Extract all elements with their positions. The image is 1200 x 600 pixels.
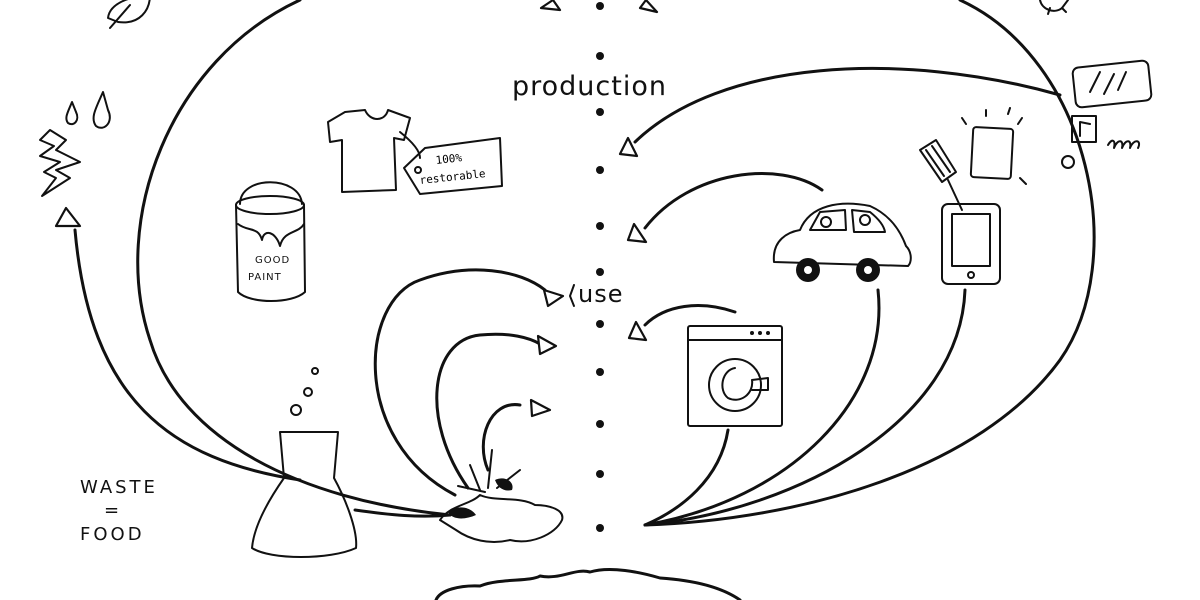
- arrowhead-top-left: [539, 0, 562, 12]
- flask-to-soil-stream: [353, 508, 452, 518]
- arrowhead-use-left-1: [542, 288, 565, 308]
- flask-to-energy-arrow: [73, 228, 302, 482]
- car-return-stream: [643, 288, 881, 527]
- paint-label-2: PAINT: [248, 272, 282, 283]
- washer-to-use-arrow: [643, 304, 737, 327]
- washing-machine-icon: [687, 325, 783, 427]
- washer-return-stream: [643, 428, 730, 527]
- technical-outer-loop: [643, 0, 1096, 527]
- use-label: use: [578, 280, 623, 308]
- paint-label-1: GOOD: [255, 255, 290, 266]
- center-divider: [596, 2, 604, 532]
- waste-food-label: WASTE = FOOD: [80, 477, 158, 545]
- car-to-production-arrow: [643, 172, 824, 230]
- phone-return-stream: [643, 288, 967, 527]
- tag-percent: 100%: [435, 151, 463, 167]
- lightning-icon: [39, 129, 81, 197]
- arrowhead-production-2: [626, 222, 648, 244]
- soil-to-use-arrow-1: [373, 268, 547, 497]
- arrowhead-use-left-2: [536, 334, 558, 356]
- svg-text:FOOD: FOOD: [80, 524, 145, 545]
- leaf-icon: [107, 0, 151, 29]
- screen-icon: [1071, 59, 1153, 109]
- arrowhead-energy: [54, 206, 82, 228]
- svg-text:WASTE: WASTE: [80, 477, 158, 498]
- price-tag-icon: 100% restorable: [403, 137, 503, 195]
- t-shirt-icon: [327, 109, 421, 193]
- tag-restorable: restorable: [419, 167, 486, 187]
- production-label: production: [512, 71, 667, 102]
- arrowhead-production-1: [618, 136, 639, 158]
- soil-to-use-arrow-3: [481, 403, 522, 472]
- soil-to-use-arrow-2: [435, 332, 542, 490]
- soil-plant-icon: [439, 449, 564, 543]
- music-icon: [1061, 115, 1140, 169]
- paint-can-icon: GOOD PAINT: [235, 181, 306, 302]
- water-drops-icon: [65, 91, 111, 129]
- arrowhead-top-right: [638, 0, 659, 14]
- biological-outer-loop: [136, 0, 452, 517]
- flask-icon: [251, 367, 358, 558]
- arrowhead-use-right: [627, 320, 648, 342]
- use-bracket: [569, 284, 575, 307]
- ground-outline: [434, 568, 742, 600]
- smartphone-icon: [941, 107, 1027, 285]
- car-icon: [772, 202, 912, 282]
- arrowhead-use-left-3: [529, 398, 552, 418]
- spatula-icon: [919, 139, 963, 211]
- gear-icon: [1039, 0, 1069, 15]
- phone-to-production-arrow: [633, 67, 1062, 144]
- svg-text:=: =: [104, 500, 122, 521]
